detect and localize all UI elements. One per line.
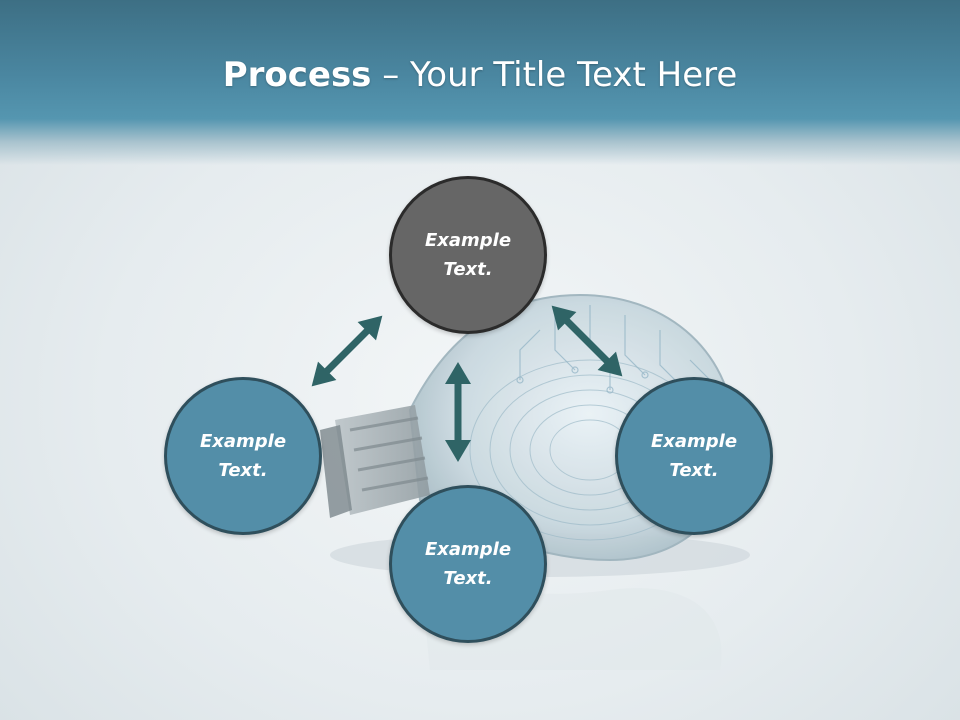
node-label: Example Text. xyxy=(650,431,738,481)
node-label: Example Text. xyxy=(424,230,512,280)
node-label: Example Text. xyxy=(199,431,287,481)
process-node-right[interactable]: Example Text. xyxy=(615,377,773,535)
title-bar xyxy=(0,0,960,165)
double-arrow-icon xyxy=(551,305,623,377)
title-emphasis: Process xyxy=(222,55,372,95)
title-text: – Your Title Text Here xyxy=(371,55,738,95)
process-node-top[interactable]: Example Text. xyxy=(389,176,547,334)
double-arrow-icon xyxy=(311,315,383,387)
node-label: Example Text. xyxy=(424,539,512,589)
page-title: Process – Your Title Text Here xyxy=(0,54,960,96)
process-node-bottom[interactable]: Example Text. xyxy=(389,485,547,643)
double-arrow-icon xyxy=(445,362,471,462)
process-node-left[interactable]: Example Text. xyxy=(164,377,322,535)
